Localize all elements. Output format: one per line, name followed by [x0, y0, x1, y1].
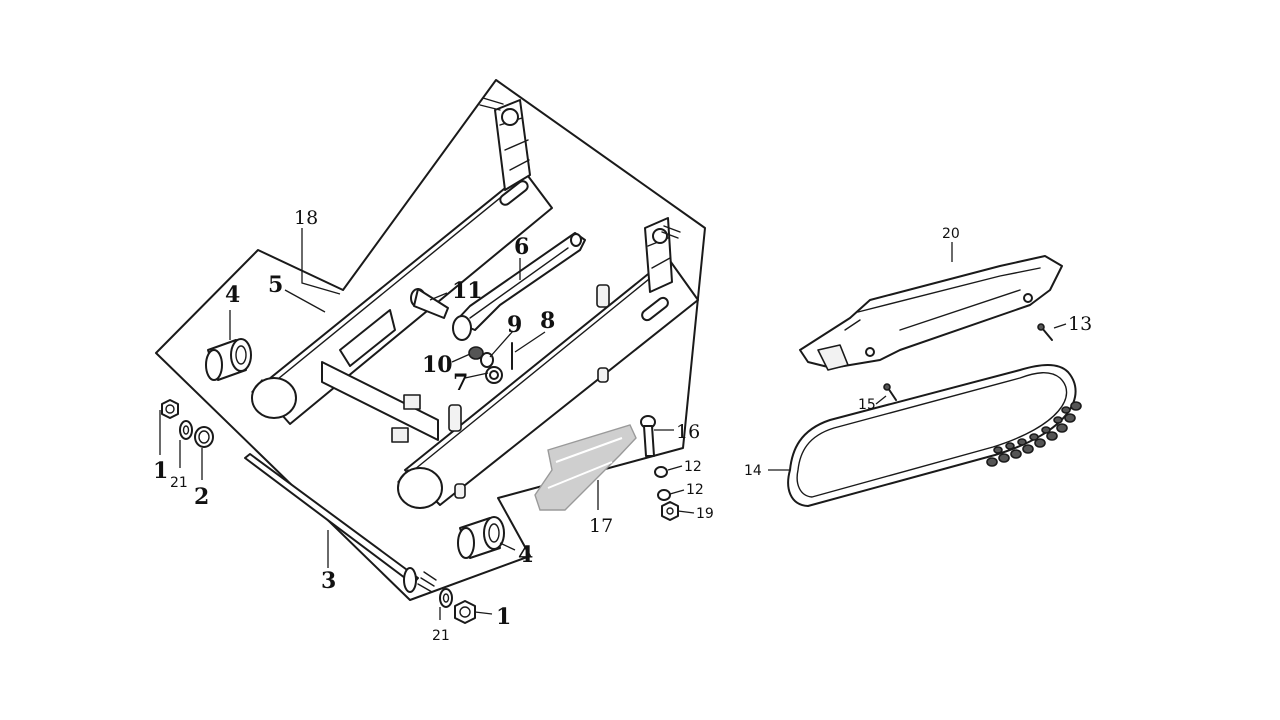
- guard-screw-15: [883, 383, 897, 401]
- callout-3: 3: [321, 568, 336, 594]
- callout-18: 18: [294, 207, 318, 229]
- callout-5: 5: [268, 272, 283, 298]
- drive-chain: [787, 364, 1082, 507]
- callout-12-top: 12: [684, 459, 702, 475]
- nut-washer-set: [468, 346, 503, 384]
- callout-4-right: 4: [518, 542, 533, 568]
- chain-links: [986, 401, 1082, 467]
- callout-11: 11: [452, 278, 483, 304]
- callout-16: 16: [676, 421, 700, 443]
- callout-19: 19: [696, 506, 714, 522]
- collar-left: [194, 426, 214, 448]
- callout-labels: 18 5 4 6 11 9 8 10 7 1 21 2 3 4 21 1 17 …: [153, 207, 1092, 644]
- callout-9: 9: [507, 312, 522, 338]
- callout-10: 10: [422, 352, 453, 378]
- callout-13: 13: [1068, 313, 1092, 335]
- callout-15: 15: [858, 397, 876, 413]
- chain-slider: [534, 424, 637, 511]
- assembly-boundary: [155, 79, 706, 601]
- callout-7: 7: [453, 370, 468, 396]
- leader-lines: [159, 228, 1067, 620]
- pivot-bushing-left: [205, 338, 252, 381]
- guard-screw-13: [1037, 323, 1053, 341]
- slider-nut: [661, 501, 679, 521]
- callout-21-right: 21: [432, 628, 450, 644]
- callout-2: 2: [194, 484, 209, 510]
- pivot-shaft: [244, 453, 437, 593]
- bolt-part-11: [410, 288, 449, 319]
- callout-14: 14: [744, 463, 762, 479]
- callout-12-bottom: 12: [686, 482, 704, 498]
- callout-17: 17: [589, 515, 613, 537]
- pivot-bushing-right: [457, 516, 505, 559]
- callout-4-left: 4: [225, 282, 240, 308]
- callout-1-left: 1: [153, 458, 168, 484]
- slider-washer-bottom: [657, 489, 671, 501]
- callout-6: 6: [514, 234, 529, 260]
- pivot-nut-left: [161, 399, 179, 419]
- callout-8: 8: [540, 308, 555, 334]
- callout-20: 20: [942, 226, 960, 242]
- chain-guard: [799, 255, 1063, 371]
- swing-arm: [251, 97, 699, 509]
- washer-right: [439, 588, 453, 608]
- chain-adjuster-bracket: [452, 232, 586, 341]
- washer-left: [179, 420, 193, 440]
- pivot-nut-right: [454, 600, 476, 624]
- callout-21-left: 21: [170, 475, 188, 491]
- slider-washer-top: [654, 466, 668, 478]
- callout-1-right: 1: [496, 604, 511, 630]
- slider-bolt: [640, 415, 656, 457]
